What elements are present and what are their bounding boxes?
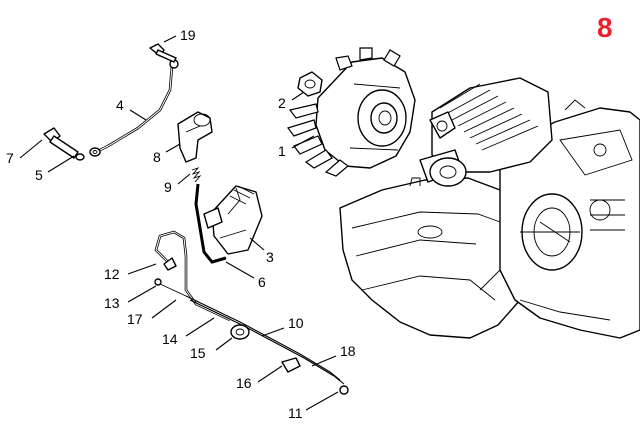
callout-9: 9 [164,179,172,195]
page-number-badge: 8 [597,12,613,43]
ground-wire [95,59,179,154]
ignition-lead [194,183,227,264]
spring [191,167,202,183]
callout-2: 2 [278,95,286,111]
callout-17: 17 [127,311,143,327]
callout-11: 11 [288,405,303,421]
cable-clip [281,357,301,373]
callout-10: 10 [288,315,304,331]
washer-5 [75,147,101,161]
callout-15: 15 [190,345,206,361]
callout-12: 12 [104,266,120,282]
callout-14: 14 [162,331,178,347]
screw-19 [149,43,177,63]
ring-terminal-11 [339,385,349,395]
callout-4: 4 [116,97,124,113]
flywheel [287,47,416,177]
callout-8: 8 [153,149,161,165]
callout-16: 16 [236,375,252,391]
spark-plug-boot [177,111,213,163]
cable-harness [185,295,345,385]
leader-lines [19,35,339,411]
ignition-module [203,185,263,255]
grommet [230,324,250,340]
engine-housing [339,77,640,339]
bolt-7 [43,127,79,159]
callout-13: 13 [104,295,120,311]
callout-3: 3 [266,249,274,265]
callout-19: 19 [180,27,196,43]
callout-6: 6 [258,274,266,290]
callout-7: 7 [6,150,14,166]
ring-terminal-13 [154,278,187,297]
callout-1: 1 [278,143,286,159]
callout-18: 18 [340,343,356,359]
callout-5: 5 [35,167,43,183]
flywheel-nut [297,71,323,97]
callout-labels: 19 4 7 5 8 9 2 1 3 6 12 13 17 14 15 10 1… [6,27,356,421]
